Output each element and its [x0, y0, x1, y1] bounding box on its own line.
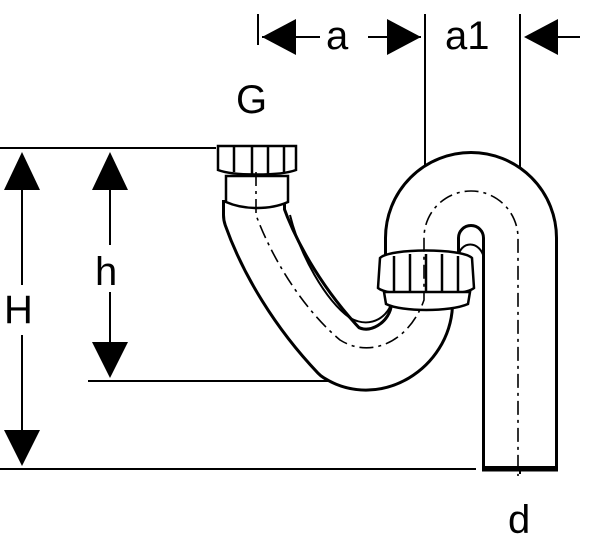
pipe-inner-contour: [289, 214, 393, 324]
arrow-a-left-icon: [262, 19, 296, 55]
inlet-nut-body: [216, 144, 298, 176]
dimension-label-a1: a1: [445, 14, 490, 58]
dimension-arrows: [4, 19, 558, 466]
pipe-upper-bend-fill: [387, 154, 555, 466]
dimension-label-h: h: [95, 250, 118, 294]
inlet-pipe-collar: [224, 174, 290, 210]
union-nut: [376, 249, 476, 312]
pipe-lower-bend-fill: [225, 186, 451, 389]
pipe-body: [222, 151, 558, 472]
arrow-a1-right-icon: [524, 19, 558, 55]
arrow-a-right-icon: [387, 19, 421, 55]
dimension-label-a: a: [326, 14, 349, 58]
union-nut-washer: [382, 290, 472, 312]
dimension-label-H: H: [4, 288, 33, 332]
inlet-nut: [216, 144, 298, 210]
arrow-H-bottom-icon: [4, 430, 40, 466]
dimension-label-d: d: [508, 498, 531, 542]
arrow-h-bottom-icon: [92, 342, 128, 378]
dimension-label-G: G: [236, 78, 268, 122]
arrow-H-top-icon: [4, 152, 40, 190]
pipe-centerline: [255, 172, 519, 476]
arrow-h-top-icon: [92, 152, 128, 190]
